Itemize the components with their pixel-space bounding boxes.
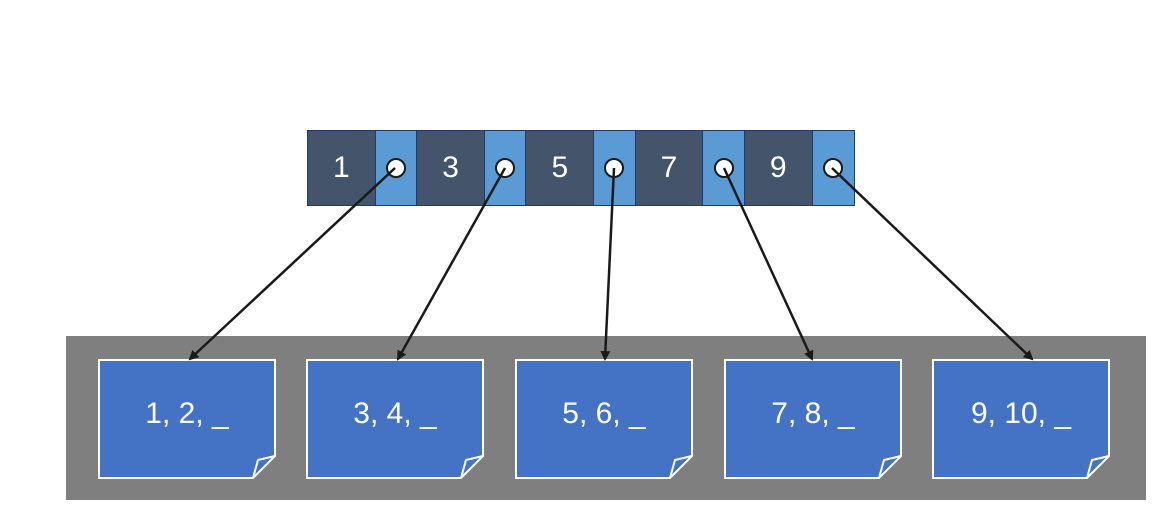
arrow-5 (831, 167, 1034, 361)
index-key-4: 7 (635, 131, 704, 205)
index-key-1: 1 (308, 131, 376, 205)
index-node: 1 3 5 7 9 (307, 130, 855, 206)
arrow-1 (188, 167, 396, 361)
index-key-3: 5 (526, 131, 595, 205)
pointer-circle-icon (713, 158, 734, 178)
page-shape (98, 359, 276, 479)
index-key-2: 3 (417, 131, 485, 205)
pointer-circle-icon (495, 158, 516, 178)
arrow-2 (396, 167, 507, 361)
page-shape (724, 359, 902, 479)
page-shape (306, 359, 484, 479)
page-shape (932, 359, 1110, 479)
arrow-4 (722, 167, 814, 361)
index-key-5: 9 (744, 131, 813, 205)
page-shape (515, 359, 693, 479)
arrow-3 (600, 167, 616, 361)
